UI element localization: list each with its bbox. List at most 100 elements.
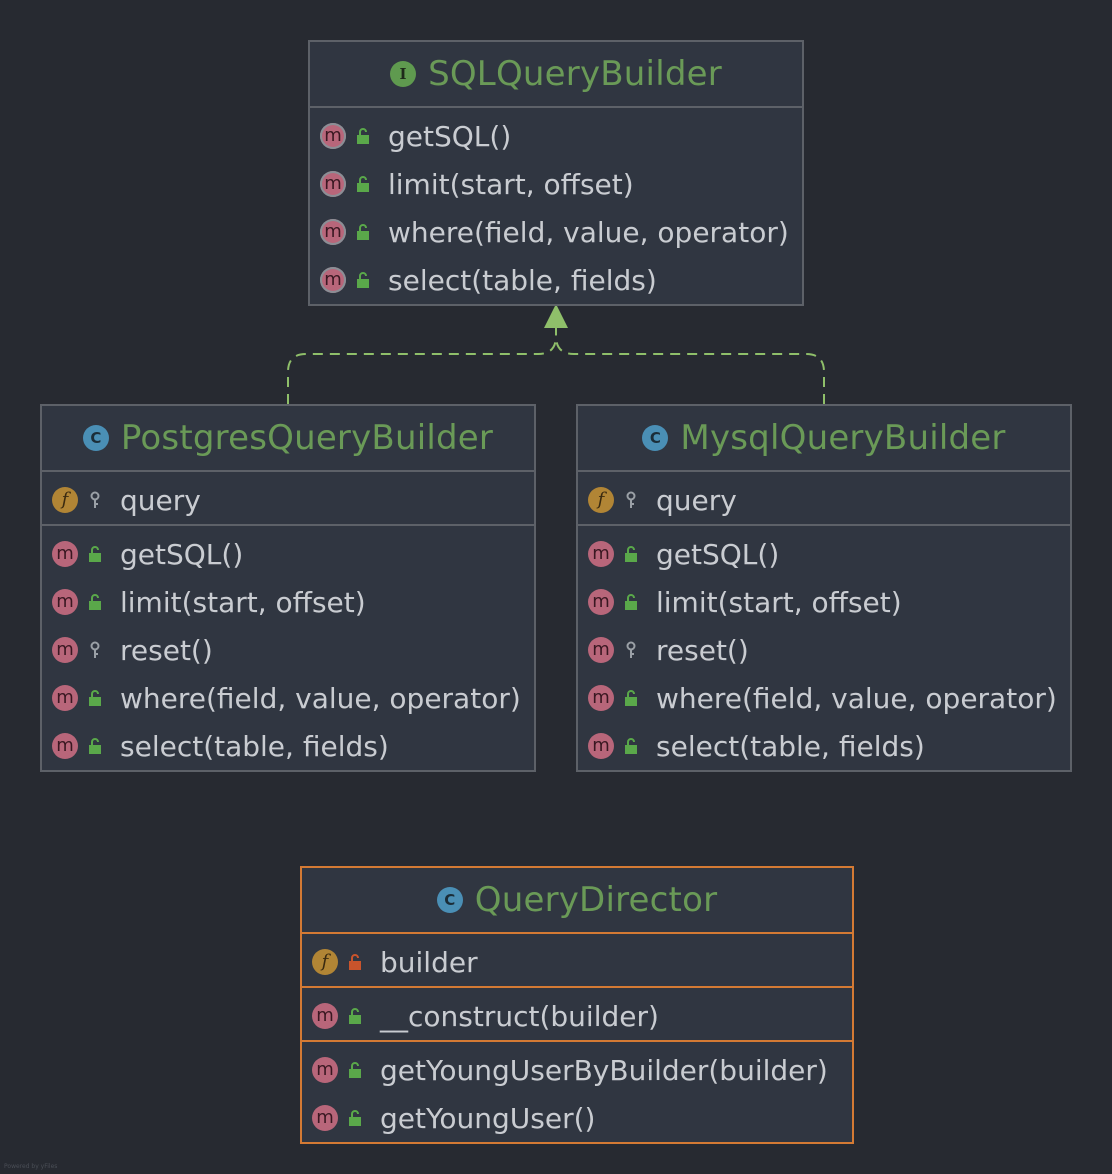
lock-public-icon	[354, 270, 372, 290]
method-row[interactable]: m reset()	[42, 626, 534, 674]
member-signature: limit(start, offset)	[388, 167, 634, 201]
field-row[interactable]: f builder	[302, 938, 852, 986]
member-signature: where(field, value, operator)	[120, 681, 521, 715]
member-signature: __construct(builder)	[380, 999, 659, 1033]
method-row[interactable]: m __construct(builder)	[302, 992, 852, 1040]
members-section: f query	[42, 472, 534, 526]
member-signature: getSQL()	[656, 537, 780, 571]
member-signature: select(table, fields)	[120, 729, 389, 763]
interface-node-sqlquerybuilder[interactable]: I SQLQueryBuilder m getSQL() m limit(start, o…	[308, 40, 804, 306]
lock-public-icon	[354, 126, 372, 146]
lock-public-icon	[346, 1108, 364, 1128]
member-signature: select(table, fields)	[656, 729, 925, 763]
node-header: C PostgresQueryBuilder	[42, 406, 534, 472]
member-signature: where(field, value, operator)	[656, 681, 1057, 715]
node-header: C QueryDirector	[302, 868, 852, 934]
class-node-querydirector[interactable]: C QueryDirector f builder m __construct(build…	[300, 866, 854, 1144]
key-protected-icon	[622, 640, 640, 660]
field-icon: f	[52, 487, 78, 513]
method-icon: m	[52, 637, 78, 663]
method-row[interactable]: m select(table, fields)	[578, 722, 1070, 770]
member-signature: limit(start, offset)	[120, 585, 366, 619]
lock-public-icon	[86, 544, 104, 564]
method-row[interactable]: m getSQL()	[42, 530, 534, 578]
realization-arrowhead	[544, 304, 568, 328]
lock-public-icon	[622, 736, 640, 756]
member-signature: getSQL()	[388, 119, 512, 153]
field-row[interactable]: f query	[42, 476, 534, 524]
method-icon: m	[52, 685, 78, 711]
method-icon: m	[312, 1003, 338, 1029]
key-protected-icon	[622, 490, 640, 510]
lock-public-icon	[622, 544, 640, 564]
method-row[interactable]: m getYoungUserByBuilder(builder)	[302, 1046, 852, 1094]
member-signature: getSQL()	[120, 537, 244, 571]
node-header: C MysqlQueryBuilder	[578, 406, 1070, 472]
class-icon: C	[82, 425, 109, 451]
method-icon: m	[588, 733, 614, 759]
lock-public-icon	[622, 592, 640, 612]
node-name: MysqlQueryBuilder	[680, 418, 1006, 458]
watermark: Powered by yFiles	[4, 1163, 58, 1170]
lock-private-icon	[346, 952, 364, 972]
key-protected-icon	[86, 490, 104, 510]
member-signature: builder	[380, 945, 478, 979]
lock-public-icon	[354, 222, 372, 242]
member-signature: reset()	[656, 633, 749, 667]
interface-icon: I	[390, 61, 417, 87]
member-signature: query	[120, 483, 201, 517]
method-icon: m	[320, 171, 346, 197]
edge-mysql-realizes-sqlquerybuilder	[555, 326, 825, 404]
member-signature: getYoungUserByBuilder(builder)	[380, 1053, 828, 1087]
method-icon: m	[312, 1105, 338, 1131]
member-signature: where(field, value, operator)	[388, 215, 789, 249]
field-icon: f	[588, 487, 614, 513]
method-row[interactable]: m reset()	[578, 626, 1070, 674]
method-icon: m	[588, 637, 614, 663]
lock-public-icon	[622, 688, 640, 708]
method-row[interactable]: m select(table, fields)	[42, 722, 534, 770]
method-icon: m	[320, 219, 346, 245]
method-row[interactable]: m where(field, value, operator)	[310, 208, 802, 256]
members-section: m getSQL() m limit(start, offset) m where(fie…	[310, 108, 802, 304]
lock-public-icon	[346, 1006, 364, 1026]
method-row[interactable]: m where(field, value, operator)	[42, 674, 534, 722]
lock-public-icon	[346, 1060, 364, 1080]
method-icon: m	[312, 1057, 338, 1083]
method-icon: m	[320, 123, 346, 149]
node-name: PostgresQueryBuilder	[120, 418, 494, 458]
edge-postgres-realizes-sqlquerybuilder	[287, 326, 557, 404]
key-protected-icon	[86, 640, 104, 660]
method-icon: m	[588, 589, 614, 615]
lock-public-icon	[86, 736, 104, 756]
method-icon: m	[588, 685, 614, 711]
node-header: I SQLQueryBuilder	[310, 42, 802, 108]
method-icon: m	[52, 733, 78, 759]
class-icon: C	[436, 887, 463, 913]
method-icon: m	[320, 267, 346, 293]
class-icon: C	[642, 425, 669, 451]
lock-public-icon	[86, 592, 104, 612]
method-row[interactable]: m getSQL()	[310, 112, 802, 160]
members-section: m __construct(builder)	[302, 988, 852, 1042]
method-row[interactable]: m where(field, value, operator)	[578, 674, 1070, 722]
method-icon: m	[52, 541, 78, 567]
node-name: SQLQueryBuilder	[428, 54, 722, 94]
method-row[interactable]: m limit(start, offset)	[310, 160, 802, 208]
members-section: f builder	[302, 934, 852, 988]
node-name: QueryDirector	[474, 880, 718, 920]
field-icon: f	[312, 949, 338, 975]
member-signature: reset()	[120, 633, 213, 667]
